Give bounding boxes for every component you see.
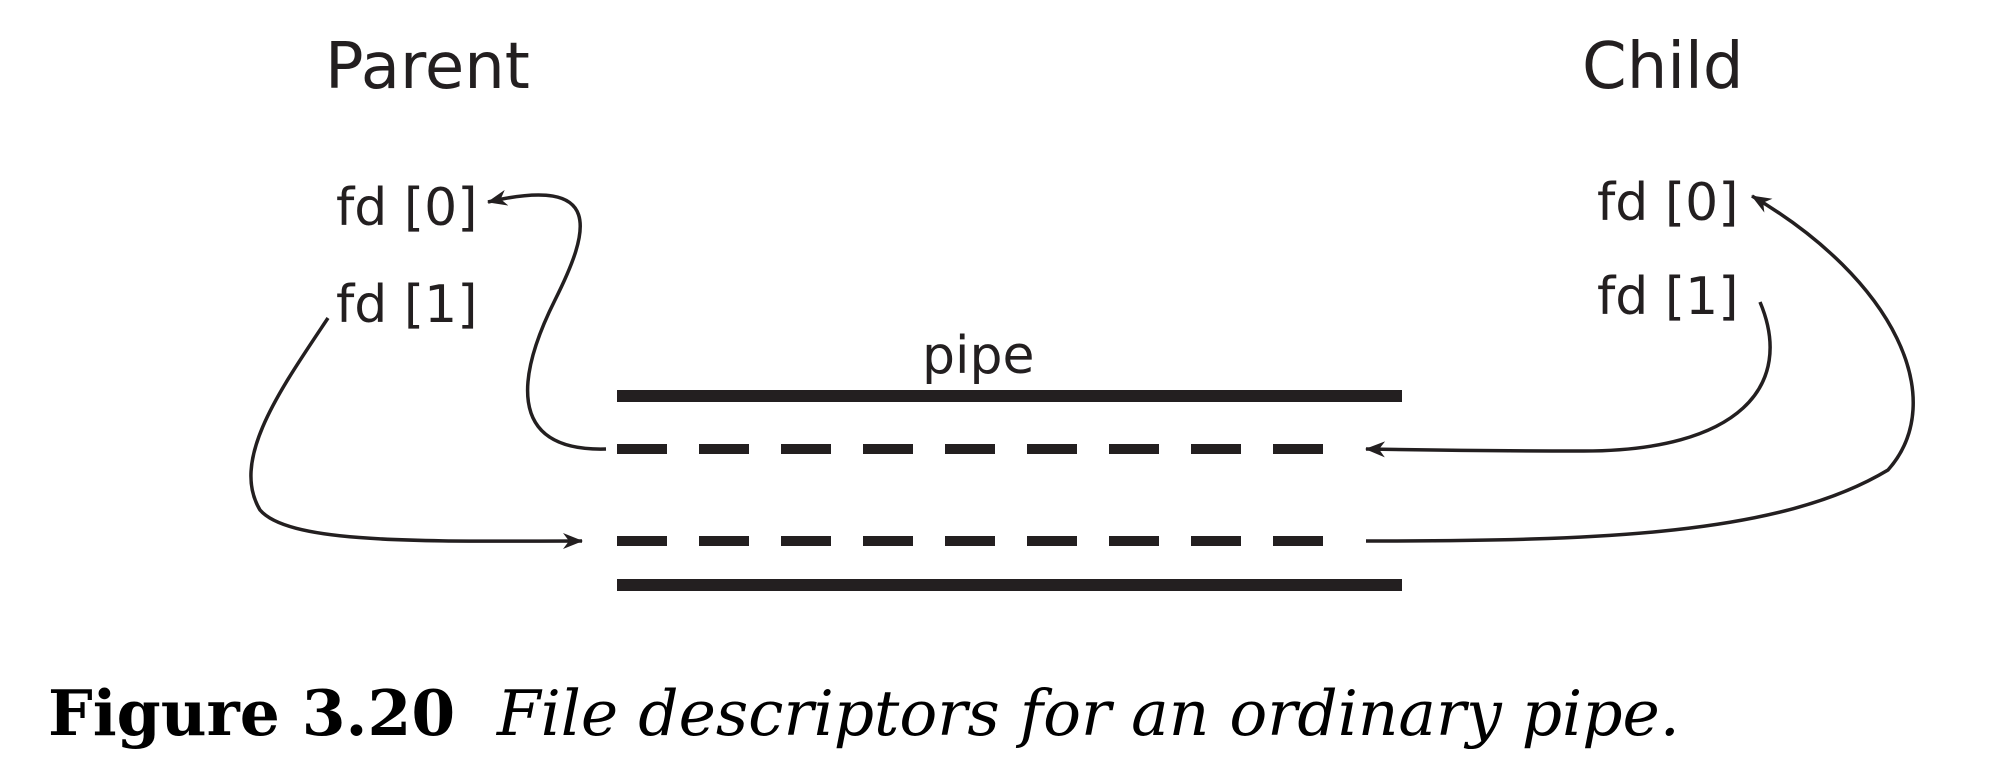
parent-fd0-label: fd [0] [336, 178, 478, 238]
parent-read-arrow [487, 189, 607, 451]
figure-number: Figure 3.20 [48, 676, 455, 750]
child-fd0-label: fd [0] [1597, 173, 1739, 233]
figure-title: File descriptors for an ordinary pipe. [496, 677, 1680, 750]
figure-caption: Figure 3.20 File descriptors for an ordi… [48, 676, 1680, 750]
child-read-arrow [1365, 194, 1915, 543]
parent-fd1-label: fd [1] [336, 275, 478, 335]
parent-label: Parent [325, 30, 530, 104]
child-write-arrow [1365, 301, 1772, 458]
child-label: Child [1582, 30, 1743, 104]
pipe-label: pipe [922, 326, 1034, 386]
parent-write-arrow [249, 317, 583, 550]
child-fd1-label: fd [1] [1597, 267, 1739, 327]
